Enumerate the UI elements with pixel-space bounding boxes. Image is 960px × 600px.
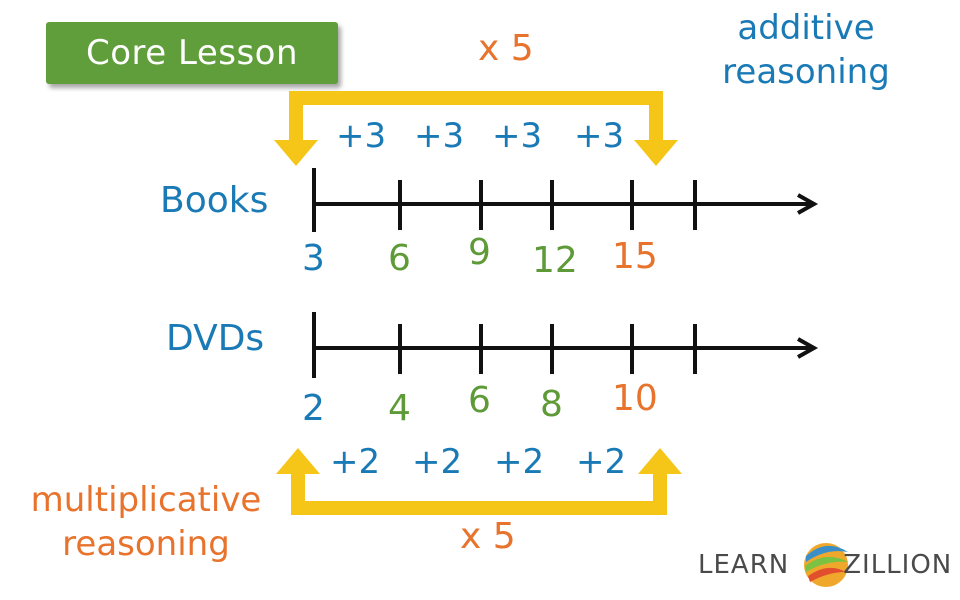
top-multiplier-label: x 5 xyxy=(478,28,534,69)
dvds-increment-2: +2 xyxy=(412,442,463,482)
logo-swirl-band-red xyxy=(808,567,846,582)
logo-text-zillion: ZILLION xyxy=(843,550,953,580)
top-bracket-left-arrowhead xyxy=(274,140,318,166)
books-value-3: 9 xyxy=(468,232,491,273)
bottom-bracket-left-arrowhead xyxy=(276,448,320,474)
books-value-1: 3 xyxy=(302,238,325,279)
books-label: Books xyxy=(160,180,269,221)
dvds-value-4: 8 xyxy=(540,384,563,425)
multiplicative-reasoning-line1: multiplicative xyxy=(30,480,262,520)
books-increment-4: +3 xyxy=(574,116,625,156)
dvds-value-2: 4 xyxy=(388,388,411,429)
core-lesson-label: Core Lesson xyxy=(85,33,299,73)
multiplicative-reasoning-note: multiplicative reasoning xyxy=(10,478,282,566)
books-number-line xyxy=(312,168,819,232)
books-increment-3: +3 xyxy=(492,116,543,156)
logo-text-learn: LEARN xyxy=(698,550,790,580)
learnzillion-logo: LEARN ZILLION xyxy=(698,540,952,590)
dvds-increment-3: +2 xyxy=(494,442,545,482)
additive-reasoning-line2: reasoning xyxy=(722,52,890,92)
dvds-increment-4: +2 xyxy=(576,442,627,482)
additive-reasoning-line1: additive xyxy=(737,8,875,48)
core-lesson-badge: Core Lesson xyxy=(46,22,338,84)
bottom-multiplier-label: x 5 xyxy=(460,516,516,557)
bottom-bracket-right-arrowhead xyxy=(638,448,682,474)
books-value-5: 15 xyxy=(612,236,658,277)
dvds-value-5: 10 xyxy=(612,378,658,419)
logo-swirl-band-blue xyxy=(806,545,848,562)
learnzillion-logo-mark xyxy=(804,543,848,587)
dvds-axis-arrowhead xyxy=(797,337,819,359)
dvds-value-3: 6 xyxy=(468,380,491,421)
logo-swirl-band-green xyxy=(805,556,848,572)
bottom-bracket-arrow xyxy=(276,448,682,515)
books-increment-1: +3 xyxy=(336,116,387,156)
top-bracket-right-arrowhead xyxy=(634,140,678,166)
top-bracket-arrow xyxy=(274,91,678,166)
dvds-label: DVDs xyxy=(166,318,265,359)
additive-reasoning-note: additive reasoning xyxy=(706,6,906,94)
books-axis-arrowhead xyxy=(797,193,819,215)
dvds-value-1: 2 xyxy=(302,388,325,429)
multiplicative-reasoning-line2: reasoning xyxy=(62,524,230,564)
books-increment-2: +3 xyxy=(414,116,465,156)
dvds-number-line xyxy=(312,312,819,378)
books-value-4: 12 xyxy=(532,240,578,281)
bottom-bracket-path xyxy=(291,472,667,515)
dvds-increment-1: +2 xyxy=(330,442,381,482)
books-value-2: 6 xyxy=(388,238,411,279)
